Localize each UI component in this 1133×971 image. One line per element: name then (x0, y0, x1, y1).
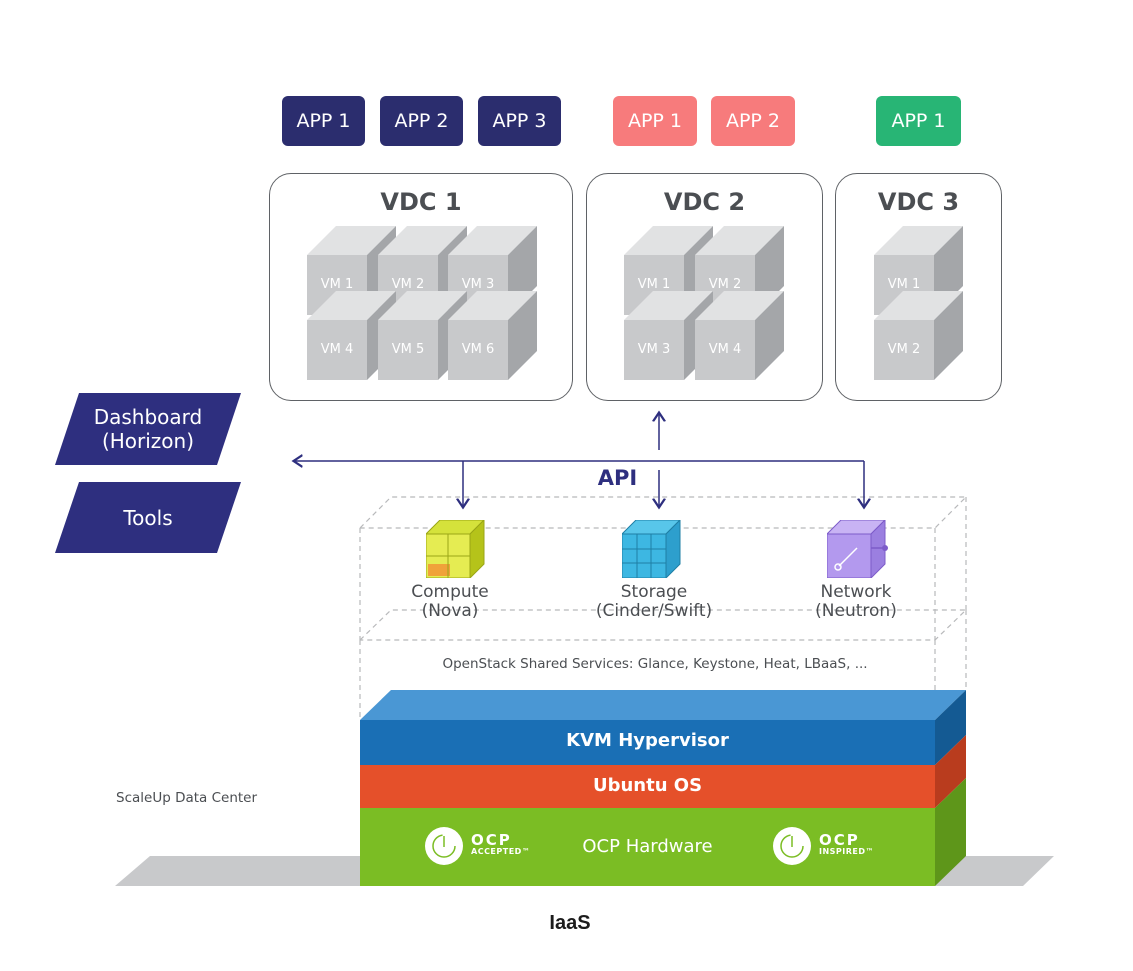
app-box-vdc2-1: APP 1 (613, 96, 697, 146)
ocp-power-icon (773, 827, 811, 865)
vm-cube: VM 3 (624, 291, 713, 380)
vm-label: VM 3 (637, 342, 671, 357)
service-sub: (Nova) (421, 601, 479, 621)
service-sub: (Cinder/Swift) (595, 601, 713, 621)
app-box-vdc3-1: APP 1 (876, 96, 961, 146)
service-name: Compute (411, 582, 489, 602)
ocp-power-icon (425, 827, 463, 865)
dashboard-label: Dashboard (Horizon) (93, 405, 203, 453)
service-network-label: Network (Neutron) (786, 583, 926, 621)
ocp-badge-title: OCP (471, 831, 512, 849)
vm-label: VM 2 (887, 342, 921, 357)
vm-label: VM 4 (708, 342, 742, 357)
vm-label: VM 1 (887, 277, 921, 292)
vm-cube: VM 4 (695, 291, 784, 380)
vm-cube: VM 2 (874, 291, 963, 380)
ubuntu-os-label: Ubuntu OS (592, 775, 703, 796)
datacenter-label: ScaleUp Data Center (116, 790, 258, 806)
storage-cube-icon (622, 520, 681, 578)
app-box-vdc1-3: APP 3 (478, 96, 561, 146)
vdc-2-title: VDC 2 (663, 188, 746, 216)
service-name: Network (820, 582, 892, 602)
shared-services-label: OpenStack Shared Services: Glance, Keyst… (442, 656, 868, 672)
ocp-badge-sub: ACCEPTED™ (471, 847, 531, 856)
app-box-vdc1-1: APP 1 (282, 96, 365, 146)
diagram-caption: IaaS (549, 912, 591, 934)
service-sub: (Neutron) (815, 601, 897, 621)
service-storage-label: Storage (Cinder/Swift) (574, 583, 734, 621)
ocp-inspired-badge: OCP INSPIRED™ (773, 827, 874, 865)
vdc-1-title: VDC 1 (380, 188, 462, 216)
vdc-3-title: VDC 3 (877, 188, 960, 216)
dashboard-horizon-box: Dashboard (Horizon) (55, 393, 241, 465)
tools-box: Tools (55, 482, 241, 553)
app-box-vdc1-2: APP 2 (380, 96, 463, 146)
vm-cube: VM 6 (448, 291, 537, 380)
kvm-hypervisor-label: KVM Hypervisor (566, 730, 729, 751)
network-cube-icon (827, 520, 888, 578)
vm-label: VM 2 (391, 277, 425, 292)
ocp-badge-title: OCP (819, 831, 860, 849)
vm-label: VM 2 (708, 277, 742, 292)
vm-label: VM 5 (391, 342, 425, 357)
ocp-accepted-badge: OCP ACCEPTED™ (425, 827, 530, 865)
ocp-hardware-label: OCP Hardware (582, 836, 713, 857)
service-name: Storage (620, 582, 688, 602)
compute-cube-icon (426, 520, 485, 578)
vm-label: VM 1 (637, 277, 671, 292)
vm-label: VM 4 (320, 342, 354, 357)
tools-label: Tools (123, 505, 173, 530)
vm-label: VM 1 (320, 277, 354, 292)
api-label: API (590, 466, 645, 490)
vm-label: VM 6 (461, 342, 495, 357)
vm-label: VM 3 (461, 277, 495, 292)
service-compute-label: Compute (Nova) (380, 583, 520, 621)
ocp-badge-sub: INSPIRED™ (819, 847, 875, 856)
app-box-vdc2-2: APP 2 (711, 96, 795, 146)
